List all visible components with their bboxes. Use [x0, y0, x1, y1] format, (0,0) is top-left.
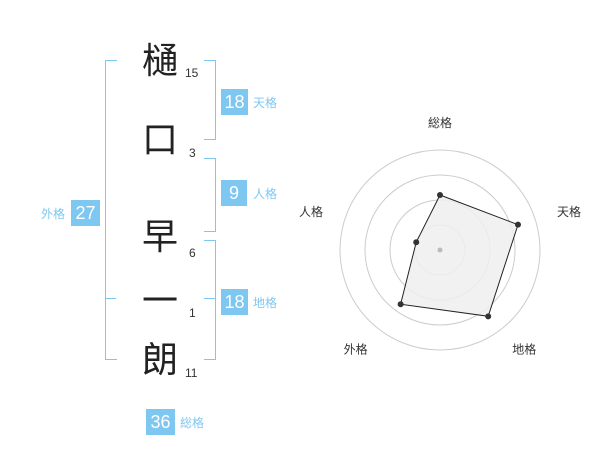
- chikaku-label: 地格: [253, 296, 278, 310]
- stroke-count-1: 15: [185, 66, 199, 80]
- name-char-2: 口: [141, 120, 178, 161]
- chikaku-value-badge: 18: [221, 289, 248, 315]
- name-char-4: 一: [141, 281, 178, 322]
- tenkaku-bracket: [204, 60, 216, 140]
- stroke-count-5: 11: [185, 366, 198, 380]
- jinkaku-bracket: [204, 158, 216, 232]
- chikaku-bracket: [204, 240, 216, 360]
- chikaku-divider-line: [204, 298, 215, 299]
- soukaku-label: 総格: [180, 416, 205, 430]
- radar-axis-label: 地格: [512, 342, 536, 357]
- name-char-5: 朗: [141, 340, 178, 381]
- radar-data-point: [437, 192, 443, 198]
- name-char-3: 早: [141, 217, 178, 258]
- stroke-count-3: 6: [189, 246, 196, 260]
- radar-center-dot: [437, 247, 443, 253]
- tenkaku-value-badge: 18: [221, 89, 248, 115]
- tenkaku-label: 天格: [253, 96, 278, 110]
- radar-data-point: [413, 239, 420, 246]
- radar-grid-ring: [339, 149, 541, 351]
- radar-axis-label: 天格: [557, 204, 581, 219]
- radar-grid-ring: [364, 174, 516, 326]
- jinkaku-value-badge: 9: [221, 180, 247, 206]
- surname-divider-line: [105, 298, 116, 299]
- radar-axis-label: 人格: [299, 204, 323, 219]
- radar-axis-label: 総格: [428, 115, 452, 130]
- radar-data-point: [514, 221, 521, 228]
- soukaku-value-badge: 36: [146, 409, 175, 435]
- radar-axis-label: 外格: [344, 342, 368, 357]
- stroke-count-4: 1: [189, 306, 196, 320]
- stroke-count-2: 3: [189, 146, 196, 160]
- radar-data-polygon: [399, 194, 519, 317]
- name-char-1: 樋: [141, 41, 178, 82]
- gaikaku-label: 外格: [41, 207, 66, 221]
- radar-data-point: [397, 301, 404, 308]
- gaikaku-value-badge: 27: [71, 200, 100, 226]
- radar-data-point: [485, 313, 492, 320]
- gaikaku-bracket: [105, 60, 117, 360]
- jinkaku-label: 人格: [253, 187, 278, 201]
